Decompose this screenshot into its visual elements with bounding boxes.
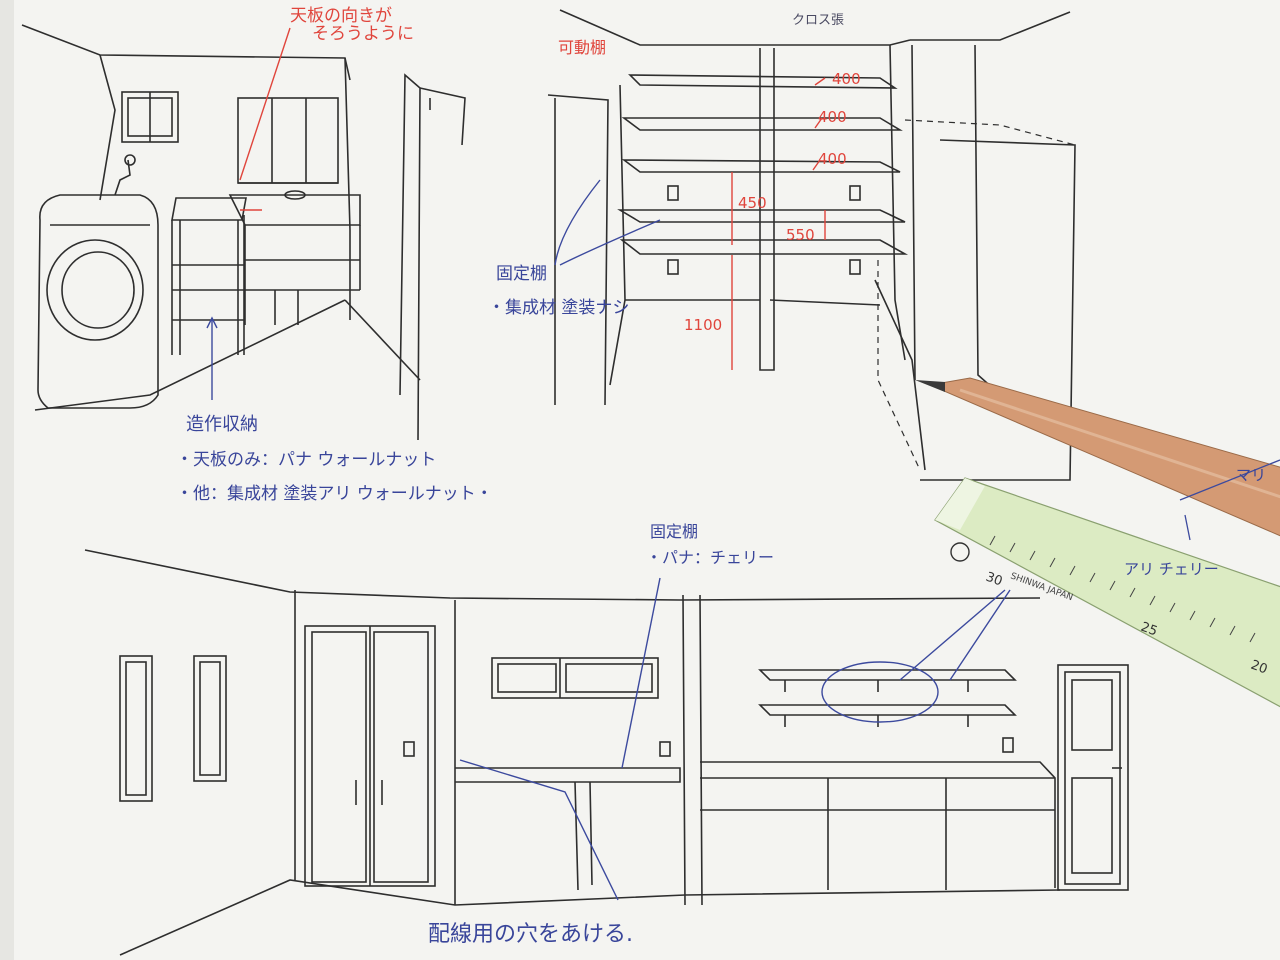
note-custom-storage-spec-1: ・天板のみ：パナ ウォールナット: [176, 450, 437, 470]
dim-400-1: 400: [832, 70, 861, 88]
ruler-tick-30: 30: [984, 570, 1005, 590]
note-fixed-shelf-2: 固定棚: [650, 522, 699, 541]
dim-450: 450: [738, 194, 767, 212]
note-fixed-shelf-1: 固定棚: [496, 264, 547, 284]
note-right-1: アリ チェリー: [1124, 560, 1219, 578]
washroom-sketch: [21, 24, 421, 411]
elevation-sketch: [84, 549, 1129, 956]
shelving-dimensions: [731, 77, 826, 370]
note-top-2: そろうように: [312, 24, 414, 44]
dim-400-3: 400: [818, 150, 847, 168]
elevation-blue-callouts: [459, 577, 1011, 901]
ruler-tick-25: 25: [1139, 620, 1160, 640]
pencil: [915, 377, 1280, 537]
note-movable-shelf: 可動棚: [558, 38, 607, 57]
note-custom-storage-spec-2: ・他：集成材 塗装アリ ウォールナット・: [176, 484, 493, 504]
note-cloth: クロス張: [792, 13, 845, 28]
shelving-dashed-outline: [877, 119, 1076, 471]
note-fixed-shelf-2-spec: ・パナ：チェリー: [646, 548, 775, 567]
dim-1100: 1100: [684, 316, 723, 334]
note-top-1: 天板の向きが: [290, 6, 392, 26]
note-custom-storage: 造作収納: [186, 414, 258, 435]
door-frame-sketch: [399, 73, 466, 441]
note-wiring: 配線用の穴をあける.: [428, 922, 633, 947]
dim-400-2: 400: [818, 108, 847, 126]
ruler-tick-20: 20: [1249, 658, 1270, 678]
dim-550: 550: [786, 226, 815, 244]
note-fixed-shelf-1-spec: ・集成材 塗装ナシ: [488, 298, 630, 318]
shelving-sketch: [547, 9, 1076, 481]
note-right-2: マリ: [1236, 466, 1267, 484]
scale-ruler: [934, 477, 1280, 708]
